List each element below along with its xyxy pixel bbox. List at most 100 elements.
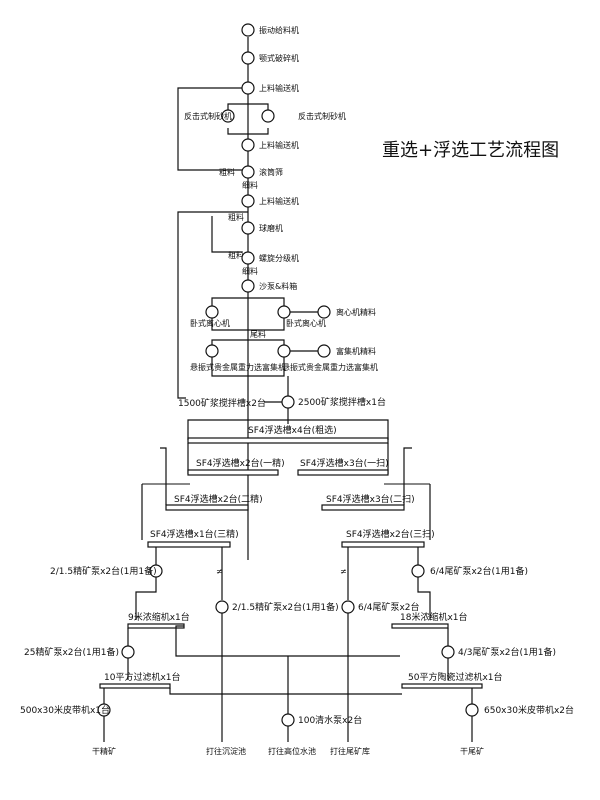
pump-l2-label: 2/1.5精矿泵x2台(1用1备) xyxy=(232,601,339,613)
centrifuge-product-label: 离心机精料 xyxy=(336,307,376,317)
sand-pump-label: 沙泵&料箱 xyxy=(259,281,297,291)
water-pump-node xyxy=(281,713,295,727)
conveyor3-node xyxy=(241,194,255,208)
output-high-tank: 打往高位水池 xyxy=(268,746,316,756)
impact-crusher-right-node xyxy=(261,109,275,123)
coarse3-label: 粗料 xyxy=(228,250,244,260)
cleaner2-cell xyxy=(165,504,249,511)
conveyor3-label: 上料输送机 xyxy=(259,196,299,206)
scav1-cell xyxy=(297,469,389,476)
impact-crusher-right-label: 反击式制砂机 xyxy=(298,111,346,121)
ball-mill-node xyxy=(241,221,255,235)
concentrator-product-node xyxy=(317,344,331,358)
screen-label: 滚筒筛 xyxy=(259,167,283,177)
output-dry-tailings: 干尾矿 xyxy=(460,746,484,756)
impact-crusher-left-label: 反击式制砂机 xyxy=(184,111,232,121)
filter-right-label: 50平方陶瓷过滤机x1台 xyxy=(408,671,503,683)
concentrator-right-label: 悬振式贵金属重力选富集机 xyxy=(282,362,378,372)
centrifuge-tailings-label: 尾料 xyxy=(250,329,266,339)
conveyor2-label: 上料输送机 xyxy=(259,140,299,150)
rougher-cell xyxy=(187,437,389,444)
cleaner2-label: SF4浮选槽x2台(二精) xyxy=(174,493,263,505)
pump-r2-label: 6/4尾矿泵x2台 xyxy=(358,601,420,613)
coarse1-label: 粗料 xyxy=(219,167,235,177)
impact-branch-bottom xyxy=(227,128,269,135)
concentrator-left-node xyxy=(205,344,219,358)
pump-r1-label: 6/4尾矿泵x2台(1用1备) xyxy=(430,565,528,577)
coarse2-label: 粗料 xyxy=(228,212,244,222)
tank-right-node xyxy=(281,395,295,409)
scav2-label: SF4浮选槽x3台(二扫) xyxy=(326,493,415,505)
ball-mill-label: 球磨机 xyxy=(259,223,283,233)
screen-node xyxy=(241,165,255,179)
output-tailings-yard: 打往尾矿库 xyxy=(330,746,370,756)
concentrator-right-node xyxy=(277,344,291,358)
crushing-recycle-loop xyxy=(177,87,242,171)
tank-right-label: 2500矿浆搅拌槽x1台 xyxy=(298,396,386,408)
pump-r3-node xyxy=(441,645,455,659)
conveyor1-label: 上料输送机 xyxy=(259,83,299,93)
conc-thickener-label: 9米浓缩机x1台 xyxy=(128,611,190,623)
jaw-crusher-label: 颚式破碎机 xyxy=(259,53,299,63)
belt-right-label: 650x30米皮带机x2台 xyxy=(484,704,574,716)
centrifuge-left-node xyxy=(205,305,219,319)
output-pond: 打往沉淀池 xyxy=(206,746,246,756)
scav3-label: SF4浮选槽x2台(三扫) xyxy=(346,528,435,540)
centrifuge-branch-bottom xyxy=(211,318,285,331)
centrifuge-right-node xyxy=(277,305,291,319)
cleaner3-label: SF4浮选槽x1台(三精) xyxy=(150,528,239,540)
scav1-return xyxy=(403,447,412,505)
conveyor2-node xyxy=(241,138,255,152)
centrifuge-left-label: 卧式离心机 xyxy=(190,318,230,328)
feeder-label: 振动给料机 xyxy=(259,25,299,35)
cleaner3-cell xyxy=(147,541,231,548)
classifier-label: 螺旋分级机 xyxy=(259,253,299,263)
pump-l1-label: 2/1.5精矿泵x2台(1用1备) xyxy=(50,565,157,577)
concentrator-branch-bottom xyxy=(211,357,285,377)
coarse-return-line xyxy=(211,216,242,253)
pump-r2-node xyxy=(341,600,355,614)
pump-l2-node xyxy=(215,600,229,614)
belt-left-label: 500x30米皮带机x1台 xyxy=(20,704,110,716)
rougher-frame xyxy=(187,419,389,440)
jaw-crusher-node xyxy=(241,51,255,65)
grinding-left-return xyxy=(177,211,248,399)
conveyor1-node xyxy=(241,81,255,95)
pump-r1-node xyxy=(411,564,425,578)
valve-mark-right: ≠ xyxy=(340,567,347,576)
tail-to-thickener xyxy=(417,577,431,620)
centrifuge-branch-top xyxy=(211,297,285,306)
thickener-label: 18米浓缩机x1台 xyxy=(400,611,468,623)
feeder-node xyxy=(241,23,255,37)
overflow-collector xyxy=(175,625,400,657)
concentrator-left-label: 悬振式贵金属重力选富集机 xyxy=(190,362,286,372)
classifier-node xyxy=(241,251,255,265)
sand-pump-node xyxy=(241,279,255,293)
water-pump-label: 100清水泵x2台 xyxy=(298,714,362,726)
concentrator-product-label: 富集机精料 xyxy=(336,346,376,356)
conc-to-thickener xyxy=(135,577,157,620)
tank-left-label: 1500矿浆搅拌槽x2台 xyxy=(178,397,266,409)
scav1-label: SF4浮选槽x3台(一扫) xyxy=(300,457,389,469)
scav2-cell xyxy=(321,504,405,511)
centrifuge-right-label: 卧式离心机 xyxy=(286,318,326,328)
thickener-bar xyxy=(391,623,449,629)
cleaner1-label: SF4浮选槽x2台(一精) xyxy=(196,457,285,469)
filter-right-bar xyxy=(401,683,483,689)
centrifuge-product-node xyxy=(317,305,331,319)
cleaner1-return xyxy=(160,447,167,505)
concentrator-branch-top xyxy=(211,339,285,345)
filtrate-line xyxy=(169,688,402,695)
belt-right-node xyxy=(465,703,479,717)
fine1-label: 细料 xyxy=(242,180,258,190)
pump-l3-node xyxy=(121,645,135,659)
fine2-label: 细料 xyxy=(242,266,258,276)
cleaner1-cell xyxy=(187,469,279,476)
output-dry-concentrate: 干精矿 xyxy=(92,746,116,756)
impact-crusher-left-node xyxy=(221,109,235,123)
rougher-label: SF4浮选槽x4台(粗选) xyxy=(248,424,337,436)
scav3-cell xyxy=(341,541,425,548)
valve-mark-left: ≠ xyxy=(216,567,223,576)
